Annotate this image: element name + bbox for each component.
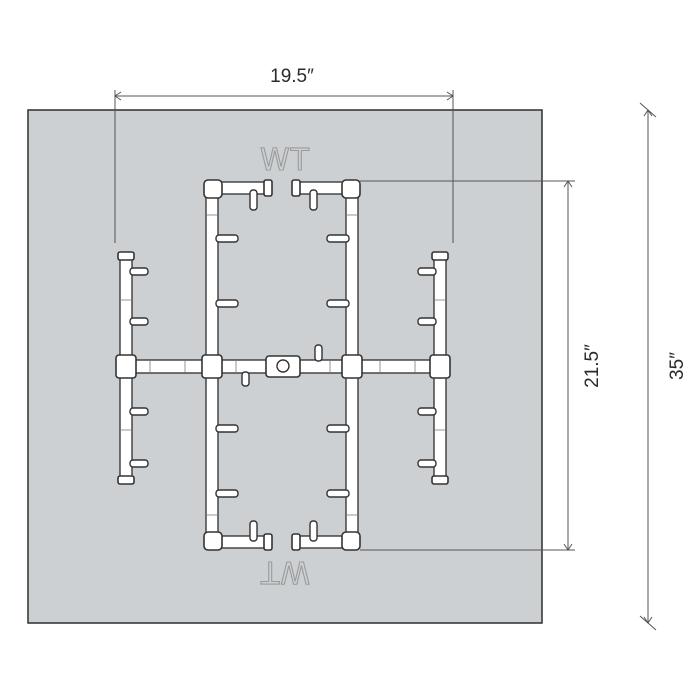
wt-label-bottom: WT <box>260 554 310 589</box>
wt-label-top: WT <box>260 143 310 178</box>
pan-size-label: 35″ <box>667 352 688 380</box>
width-dimension: 19.5″ <box>114 66 454 243</box>
height-label: 21.5″ <box>582 344 603 388</box>
pan-dimension: 35″ <box>639 102 688 631</box>
burner-jets <box>129 189 437 542</box>
pipe-fittings <box>115 179 451 551</box>
width-label: 19.5″ <box>270 66 314 87</box>
height-dimension: 21.5″ <box>360 180 603 551</box>
